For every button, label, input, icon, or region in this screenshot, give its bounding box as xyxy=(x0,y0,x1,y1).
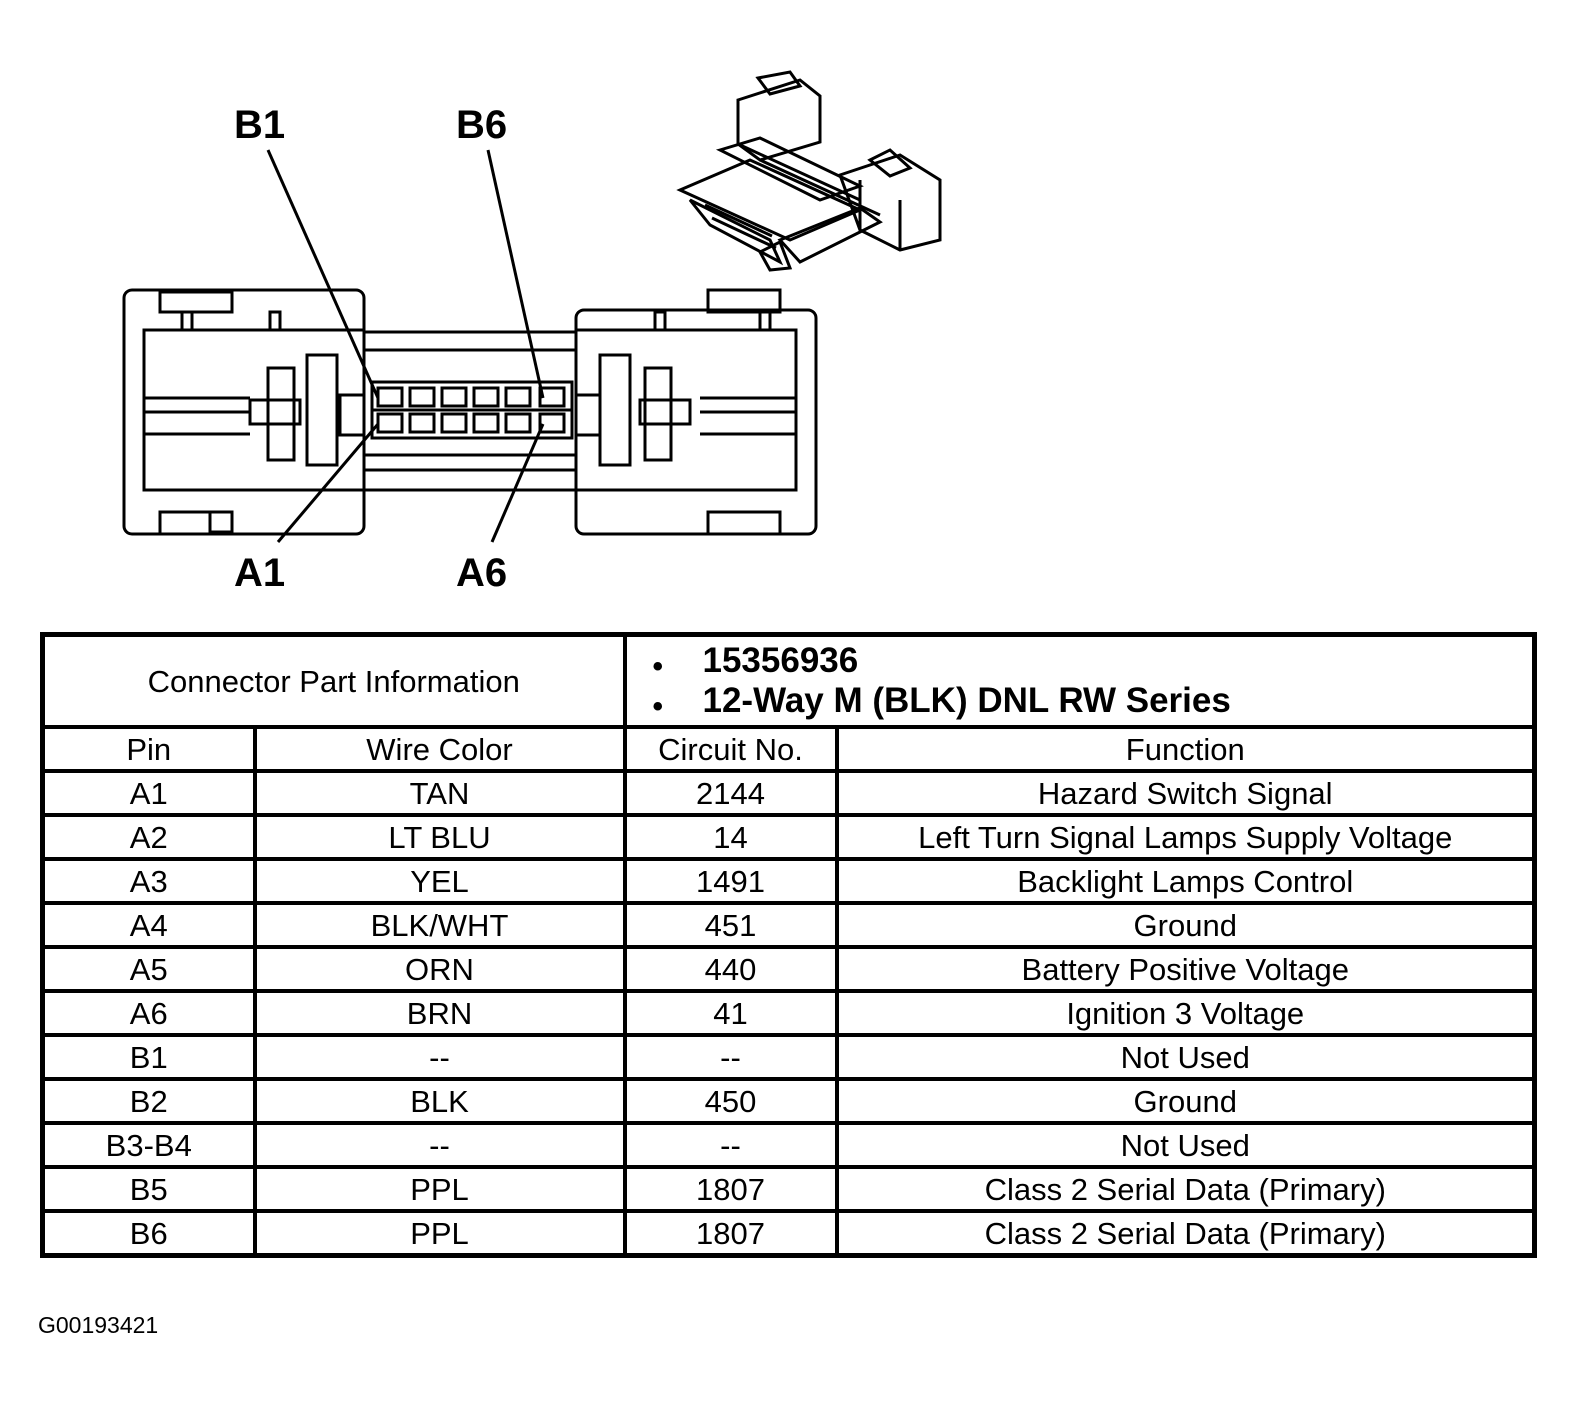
cell-pin: B3-B4 xyxy=(40,1121,257,1169)
cell-wire-color: YEL xyxy=(252,857,627,905)
column-header-row: Pin Wire Color Circuit No. Function xyxy=(40,725,1537,773)
cell-circuit-no: 1491 xyxy=(622,857,839,905)
connector-info-title: Connector Part Information xyxy=(40,632,627,729)
cell-function: Battery Positive Voltage xyxy=(834,945,1537,993)
cell-function: Not Used xyxy=(834,1121,1537,1169)
label-b6: B6 xyxy=(456,103,507,147)
table-row: A3 YEL 1491 Backlight Lamps Control xyxy=(40,857,1537,905)
header-wire-color: Wire Color xyxy=(252,725,627,773)
figure-id: G00193421 xyxy=(38,1312,159,1338)
cell-wire-color: ORN xyxy=(252,945,627,993)
cell-circuit-no: -- xyxy=(622,1033,839,1081)
part-number: 15356936 xyxy=(653,641,1533,687)
cell-wire-color: PPL xyxy=(252,1209,627,1258)
table-row: A6 BRN 41 Ignition 3 Voltage xyxy=(40,989,1537,1037)
cell-circuit-no: 451 xyxy=(622,901,839,949)
table-row: B5 PPL 1807 Class 2 Serial Data (Primary… xyxy=(40,1165,1537,1213)
cell-function: Class 2 Serial Data (Primary) xyxy=(834,1209,1537,1258)
table-row: B2 BLK 450 Ground xyxy=(40,1077,1537,1125)
cell-circuit-no: 450 xyxy=(622,1077,839,1125)
cell-function: Class 2 Serial Data (Primary) xyxy=(834,1165,1537,1213)
cell-wire-color: -- xyxy=(252,1033,627,1081)
cell-function: Left Turn Signal Lamps Supply Voltage xyxy=(834,813,1537,861)
table-row: A2 LT BLU 14 Left Turn Signal Lamps Supp… xyxy=(40,813,1537,861)
cell-wire-color: PPL xyxy=(252,1165,627,1213)
table-row: B6 PPL 1807 Class 2 Serial Data (Primary… xyxy=(40,1209,1537,1258)
header-function: Function xyxy=(834,725,1537,773)
table-row: B3-B4 -- -- Not Used xyxy=(40,1121,1537,1169)
connector-pinout-table: Connector Part Information 15356936 12-W… xyxy=(40,632,1537,1258)
header-circuit-no: Circuit No. xyxy=(622,725,839,773)
cell-pin: A4 xyxy=(40,901,257,949)
cell-pin: A2 xyxy=(40,813,257,861)
cell-pin: B6 xyxy=(40,1209,257,1258)
cell-pin: A5 xyxy=(40,945,257,993)
cell-pin: B5 xyxy=(40,1165,257,1213)
cell-function: Ground xyxy=(834,901,1537,949)
connector-isometric-illustration xyxy=(676,70,942,272)
cell-circuit-no: 2144 xyxy=(622,769,839,817)
table-row: A1 TAN 2144 Hazard Switch Signal xyxy=(40,769,1537,817)
cell-pin: A3 xyxy=(40,857,257,905)
pin-leader-lines xyxy=(266,149,545,543)
cell-circuit-no: 440 xyxy=(622,945,839,993)
connector-info-row: Connector Part Information 15356936 12-W… xyxy=(40,632,1537,729)
label-a6: A6 xyxy=(456,551,507,595)
cell-circuit-no: -- xyxy=(622,1121,839,1169)
cell-wire-color: -- xyxy=(252,1121,627,1169)
connector-part-details: 15356936 12-Way M (BLK) DNL RW Series xyxy=(622,632,1537,729)
cell-function: Ground xyxy=(834,1077,1537,1125)
cell-pin: B2 xyxy=(40,1077,257,1125)
table-row: A5 ORN 440 Battery Positive Voltage xyxy=(40,945,1537,993)
part-description: 12-Way M (BLK) DNL RW Series xyxy=(653,681,1533,727)
table-row: B1 -- -- Not Used xyxy=(40,1033,1537,1081)
label-b1: B1 xyxy=(234,103,285,147)
table-row: A4 BLK/WHT 451 Ground xyxy=(40,901,1537,949)
cell-pin: A1 xyxy=(40,769,257,817)
cell-pin: A6 xyxy=(40,989,257,1037)
cell-pin: B1 xyxy=(40,1033,257,1081)
cell-circuit-no: 41 xyxy=(622,989,839,1037)
cell-function: Hazard Switch Signal xyxy=(834,769,1537,817)
cell-function: Ignition 3 Voltage xyxy=(834,989,1537,1037)
connector-diagram: B1 B6 A1 A6 xyxy=(122,70,942,595)
cell-function: Not Used xyxy=(834,1033,1537,1081)
cell-circuit-no: 1807 xyxy=(622,1209,839,1258)
cell-wire-color: LT BLU xyxy=(252,813,627,861)
cell-wire-color: TAN xyxy=(252,769,627,817)
cell-function: Backlight Lamps Control xyxy=(834,857,1537,905)
connector-face-drawing xyxy=(122,288,818,536)
label-a1: A1 xyxy=(234,551,285,595)
cell-wire-color: BLK xyxy=(252,1077,627,1125)
cell-wire-color: BRN xyxy=(252,989,627,1037)
cell-circuit-no: 1807 xyxy=(622,1165,839,1213)
header-pin: Pin xyxy=(40,725,257,773)
cell-wire-color: BLK/WHT xyxy=(252,901,627,949)
cell-circuit-no: 14 xyxy=(622,813,839,861)
